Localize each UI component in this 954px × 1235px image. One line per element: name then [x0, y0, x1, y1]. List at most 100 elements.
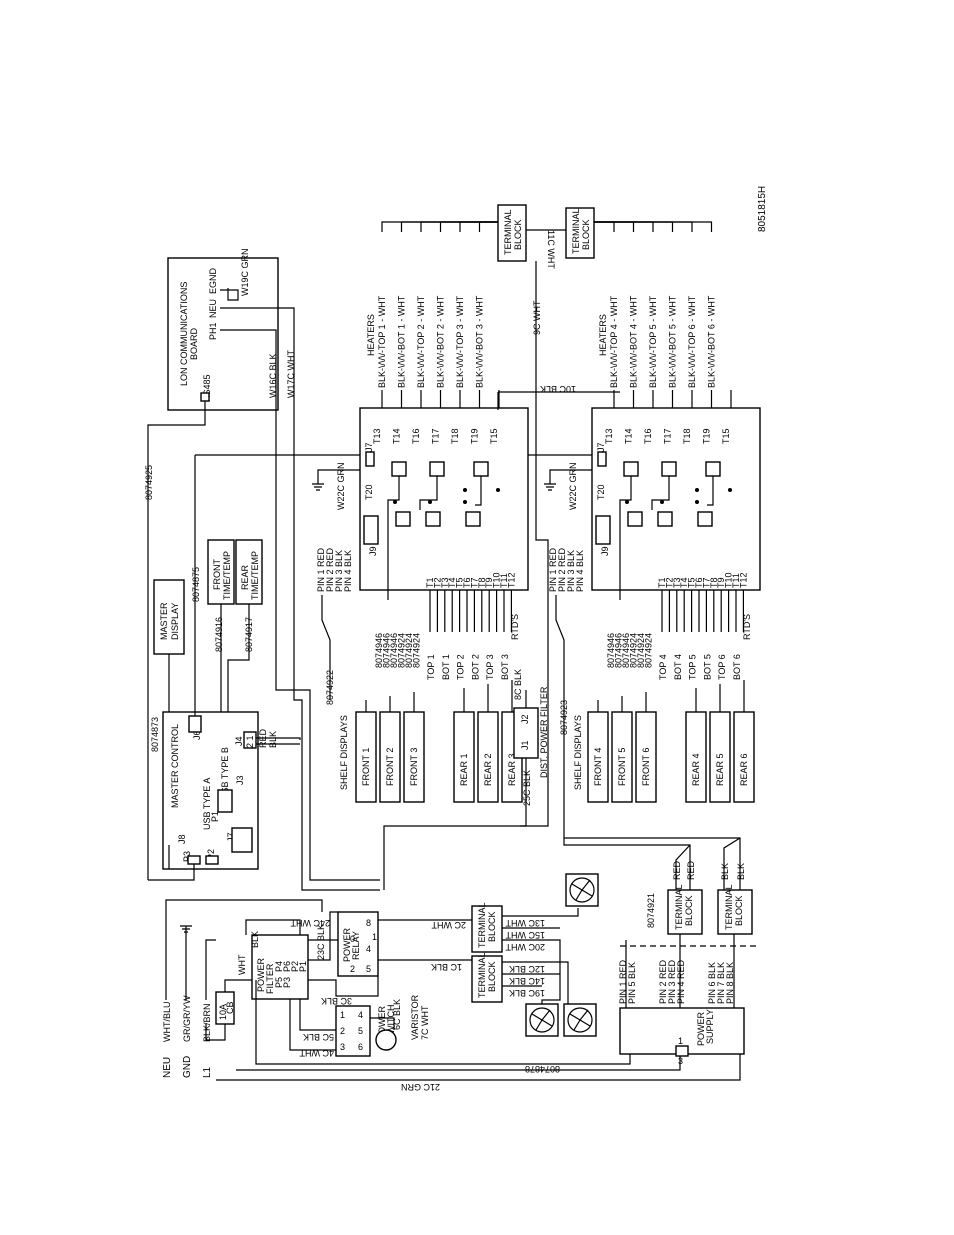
heater-row-label: BLK-\/\/\/-TOP 2 - WHT: [416, 295, 426, 388]
heater-terminal-label: T13: [372, 428, 382, 444]
heater-terminal-label: T13: [604, 428, 614, 444]
master-display-line2: DISPLAY: [170, 603, 180, 640]
supply-pin-label: PIN 1 RED: [618, 959, 628, 1004]
rtd-terminal-label: T9: [484, 577, 494, 588]
power-filter-line1: POWER: [256, 957, 266, 992]
mc-j3-label: J3: [235, 775, 245, 785]
mc-j4-pins: 2 1: [245, 735, 255, 748]
mc-p1-label: P1: [210, 811, 220, 822]
mc-j4-label: J4: [234, 736, 244, 746]
cable-8074921: 8074921: [646, 893, 656, 928]
mc-j8-label: J8: [177, 834, 187, 844]
heater-row-label: BLK-\/\/\/-TOP 6 - WHT: [687, 295, 697, 388]
ps-n3: 3: [678, 1056, 683, 1066]
pf-p6: P6: [282, 961, 292, 972]
mc-p2-label: P2: [206, 849, 216, 860]
wire-4c: 4C WHT: [299, 1048, 334, 1058]
cable-number: 8074946: [606, 633, 616, 668]
pin-label: PIN 1 RED: [548, 547, 558, 592]
supply-pin-label: PIN 6 BLK: [707, 962, 717, 1004]
cable-8074875: 8074875: [191, 567, 201, 602]
wire-5c: 5C BLK: [303, 1032, 334, 1042]
upper-tb-line2: BLOCK: [513, 219, 523, 250]
shelf-display-label: REAR 6: [739, 753, 749, 786]
rtd-terminal-label: T11: [731, 573, 741, 588]
heater-row-label: BLK-\/\/\/-TOP 1 - WHT: [377, 295, 387, 388]
heater-row-label: BLK-\/\/\/-TOP 3 - WHT: [455, 295, 465, 388]
wire-8c: 8C BLK: [513, 669, 523, 700]
tb-upper-line2: BLOCK: [487, 911, 497, 942]
tb-upper-line1: TERMINAL: [477, 902, 487, 948]
rtd-terminal-label: T10: [492, 572, 502, 588]
master-display: MASTER DISPLAY: [153, 579, 185, 712]
lon-communications-board: LON COMMUNICATIONS BOARD RS485 PH1 NEU E…: [147, 248, 295, 880]
wire-6c: 6C BLK: [392, 999, 402, 1030]
heater-terminal-label: T15: [721, 428, 731, 444]
rtd-terminal-label: T9: [716, 577, 726, 588]
lower-shelf-board: J7 J2 J4 J6 J1 J3 J5 J9 T20 W22C GRN: [544, 407, 761, 600]
gnd-label: GND: [182, 1056, 193, 1078]
upper-j7-label: J7: [364, 442, 374, 452]
heater-terminal-label: T18: [450, 428, 460, 444]
mc-blk-label: BLK: [268, 731, 278, 748]
rtd-terminal-label: T3: [440, 577, 450, 588]
tb-right2-line2: BLOCK: [734, 895, 744, 926]
wire-13c: 13C WHT: [505, 918, 545, 928]
fan-icon: [525, 1003, 559, 1037]
shelf-display-label: REAR 4: [691, 753, 701, 786]
blk-label-2: BLK: [736, 863, 746, 880]
tb-right2-line1: TERMINAL: [724, 884, 734, 930]
wire-9c: 9C WHT: [532, 300, 542, 335]
rtd-terminal-label: T8: [709, 577, 719, 588]
heater-terminal-label: T14: [624, 428, 634, 444]
wire-19c: 19C BLK: [509, 988, 545, 998]
shelf-display-label: FRONT 6: [641, 748, 651, 786]
shelf-display-label: REAR 1: [459, 753, 469, 786]
shelf-display-label: REAR 3: [507, 753, 517, 786]
mc-j7-label: J7: [226, 832, 236, 842]
relay-n0: 0: [350, 934, 355, 944]
power-switch-line1: POWER: [377, 1005, 387, 1040]
rtd-terminal-label: T11: [499, 573, 509, 588]
pin-label: PIN 3 BLK: [334, 550, 344, 592]
blk-label-1: BLK: [720, 863, 730, 880]
rtd-terminal-label: T2: [664, 577, 674, 588]
switch-n3: 3: [340, 1042, 345, 1052]
relay-n5: 5: [366, 964, 371, 974]
heater-row-label: BLK-\/\/\/-TOP 4 - WHT: [609, 295, 619, 388]
shelf-display-label: FRONT 2: [385, 748, 395, 786]
pf-blk: BLK: [250, 931, 260, 948]
lower-j7-label: J7: [596, 442, 606, 452]
master-control-board: MASTER CONTROL J8 P3 J6 J4 2 1 RED BLK J…: [148, 455, 301, 881]
supply-pin-label: PIN 3 RED: [667, 959, 677, 1004]
rtd-terminal-label: T5: [455, 577, 465, 588]
tb-right1-line2: BLOCK: [684, 895, 694, 926]
l1-wire-label: BLK/BRN: [202, 1003, 212, 1042]
cable-number: 8074946: [374, 633, 384, 668]
cable-number: 8074946: [621, 633, 631, 668]
upper-displays-title: SHELF DISPLAYS: [339, 715, 349, 790]
upper-w22c-label: W22C GRN: [336, 462, 346, 510]
fan-icon: [563, 1003, 597, 1037]
lower-t20-label: T20: [596, 484, 606, 500]
rtd-terminal-label: T4: [447, 577, 457, 588]
pin-label: PIN 2 RED: [325, 547, 335, 592]
heater-row-label: BLK-\/\/\/-BOT 1 - WHT: [397, 295, 407, 388]
cable-number: 8074924: [404, 633, 414, 668]
upper-t20-label: T20: [364, 484, 374, 500]
wire-10c: 10C BLK: [540, 384, 576, 394]
wire-14c: 14C BLK: [509, 976, 545, 986]
rtd-label: TOP 3: [485, 654, 495, 680]
red-label-1: RED: [672, 860, 682, 880]
heater-terminal-label: T17: [663, 428, 673, 444]
cable-8074925: 8074925: [144, 465, 154, 500]
wire-25c: 25C BLK: [522, 770, 532, 806]
l1-label: L1: [202, 1066, 213, 1078]
rtd-label: TOP 6: [717, 654, 727, 680]
rear-time-temp-line2: TIME/TEMP: [250, 551, 260, 600]
rtd-terminal-label: T1: [425, 577, 435, 588]
relay-n2: 2: [350, 964, 355, 974]
